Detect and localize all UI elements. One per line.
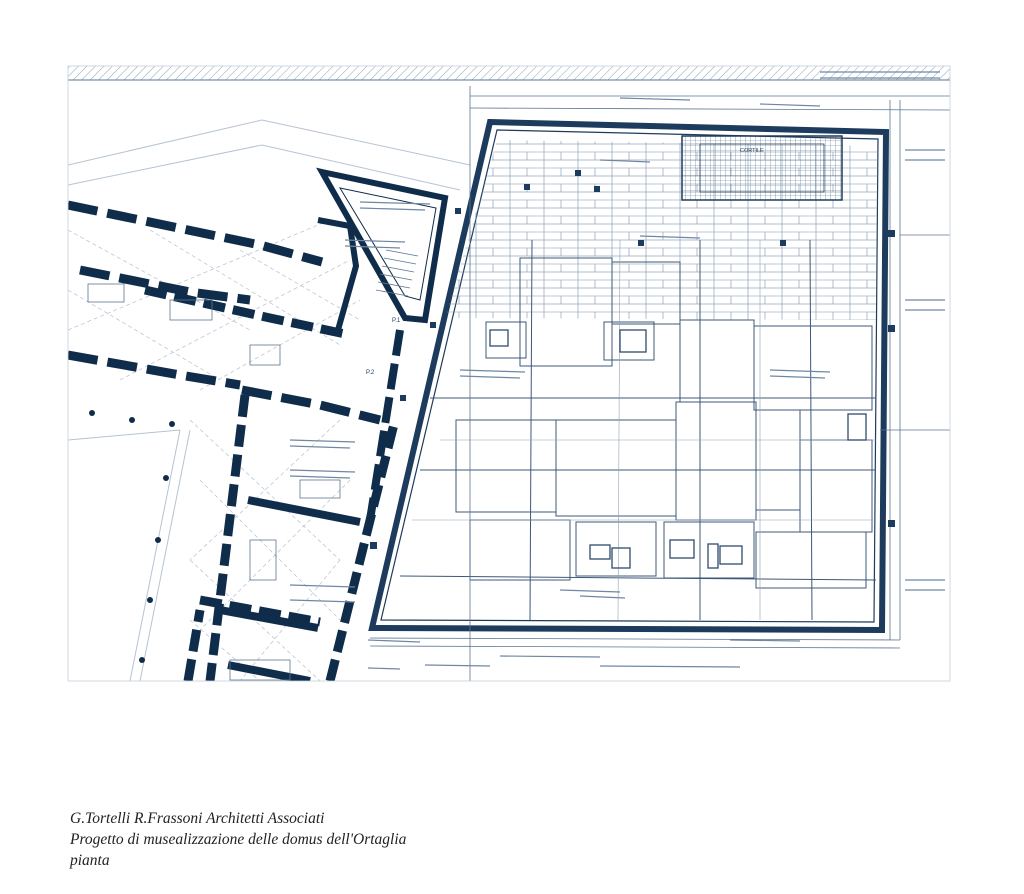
architect-name: G.Tortelli R.Frassoni Architetti Associa… (70, 810, 325, 827)
drawing-type: pianta (70, 852, 110, 869)
door-label-1: P.1 (392, 318, 401, 324)
courtyard-label: CORTILE (740, 148, 764, 154)
door-label-2: P.2 (366, 370, 375, 376)
domus-rooms (399, 239, 877, 621)
column-markers (89, 410, 175, 663)
west-wing-walls (68, 200, 382, 425)
dimension-lines (369, 86, 950, 681)
section-markers (370, 170, 895, 549)
ruin-fragments (489, 329, 867, 569)
site-context-lines (68, 119, 471, 681)
project-title: Progetto di musealizzazione delle domus … (70, 831, 407, 848)
sheet-frame (67, 65, 951, 682)
caption-block: G.Tortelli R.Frassoni Architetti Associa… (70, 808, 406, 871)
courtyard-block (681, 135, 843, 201)
annotation-notes (289, 71, 945, 670)
exhibit-furniture (87, 283, 341, 681)
top-hatch-band (68, 66, 950, 80)
